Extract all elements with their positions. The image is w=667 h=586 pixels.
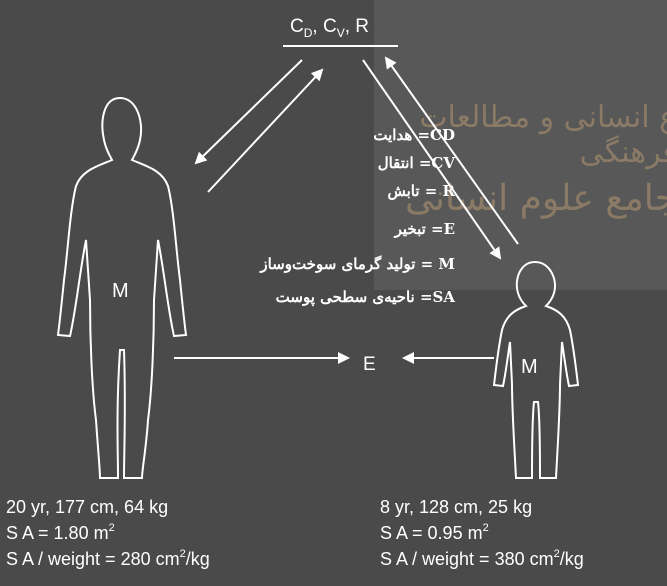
adult-stats-line-1: 20 yr, 177 cm, 64 kg bbox=[6, 497, 210, 518]
arrow-from-adult bbox=[208, 70, 322, 192]
child-sa-weight: S A / weight = 380 cm bbox=[380, 549, 554, 569]
top-label: CD, CV, R bbox=[290, 16, 369, 40]
adult-sa-sup: 2 bbox=[109, 522, 115, 534]
adult-stats-line-2: S A = 1.80 m2 bbox=[6, 518, 210, 544]
child-stats-line-1: 8 yr, 128 cm, 25 kg bbox=[380, 497, 584, 518]
child-sa: S A = 0.95 m bbox=[380, 523, 483, 543]
child-sa-weight-unit: /kg bbox=[560, 549, 584, 569]
legend-line-1: CD= هدایت bbox=[373, 126, 455, 144]
cd-symbol: C bbox=[290, 16, 304, 37]
cv-symbol: C bbox=[323, 16, 337, 37]
child-stats: 8 yr, 128 cm, 25 kg S A = 0.95 m2 S A / … bbox=[380, 497, 584, 570]
legend-line-5: M = تولید گرمای سوخت‌وساز bbox=[260, 255, 455, 273]
child-m-label: M bbox=[521, 356, 538, 379]
child-stats-line-3: S A / weight = 380 cm2/kg bbox=[380, 544, 584, 570]
e-label: E bbox=[363, 354, 376, 376]
adult-sa-weight-unit: /kg bbox=[186, 549, 210, 569]
legend-line-3: R = تابش bbox=[387, 182, 455, 200]
arrow-from-child bbox=[386, 58, 518, 244]
adult-m-label: M bbox=[112, 280, 129, 303]
r-symbol: R bbox=[355, 16, 369, 37]
adult-stats-line-3: S A / weight = 280 cm2/kg bbox=[6, 544, 210, 570]
cv-subscript: V bbox=[337, 26, 345, 40]
adult-sa-weight: S A / weight = 280 cm bbox=[6, 549, 180, 569]
adult-stats: 20 yr, 177 cm, 64 kg S A = 1.80 m2 S A /… bbox=[6, 497, 210, 570]
child-sa-sup: 2 bbox=[483, 522, 489, 534]
legend-line-6: SA= ناحیه‌ی سطحی پوست bbox=[276, 288, 455, 306]
child-stats-line-2: S A = 0.95 m2 bbox=[380, 518, 584, 544]
adult-sa: S A = 1.80 m bbox=[6, 523, 109, 543]
cd-subscript: D bbox=[304, 26, 313, 40]
legend-line-4: E= تبخیر bbox=[395, 220, 455, 238]
legend-line-2: CV= انتقال bbox=[378, 154, 455, 172]
